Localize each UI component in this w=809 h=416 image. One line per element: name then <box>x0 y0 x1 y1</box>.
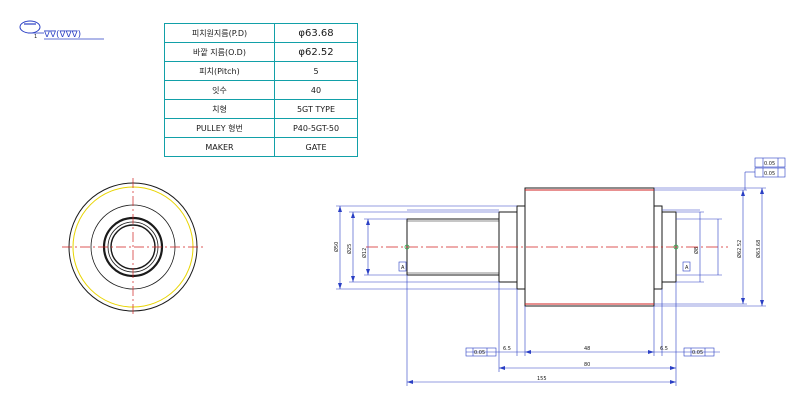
spec-row: 바깥 지름(O.D)φ62.52 <box>164 42 358 62</box>
datum-a-right: A <box>685 265 689 271</box>
runout-left-value: 0.05 <box>474 350 485 356</box>
left-flange <box>516 205 526 290</box>
dim-right-dia-1: Ø62.52 <box>736 240 743 258</box>
dim-outer-dia: Ø50 <box>333 242 340 252</box>
runout-right-value: 0.05 <box>692 350 703 356</box>
dim-shaft-dia-left: Ø25 <box>346 244 353 254</box>
surface-roughness-symbol: 1 ∇∇(∇∇∇) <box>19 20 104 40</box>
tolerance-top-value: 0.05 <box>764 161 775 167</box>
spec-key: 피치(Pitch) <box>164 61 275 81</box>
spec-value: φ62.52 <box>274 42 358 62</box>
spec-row: 피치원지름(P.D)φ63.68 <box>164 23 358 43</box>
spec-value: P40-5GT-50 <box>274 118 358 138</box>
spec-value: GATE <box>274 137 358 157</box>
spec-row: 피치(Pitch)5 <box>164 61 358 81</box>
spec-key: PULLEY 형번 <box>164 118 275 138</box>
roughness-note: 1 <box>34 34 37 40</box>
spec-value: 40 <box>274 80 358 100</box>
spec-key: 바깥 지름(O.D) <box>164 42 275 62</box>
dim-left-shoulder: 6.5 <box>503 346 511 352</box>
datum-a-left-box <box>398 261 407 272</box>
spec-value: 5 <box>274 61 358 81</box>
pulley-side-view <box>62 178 205 316</box>
datum-a-left: A <box>401 265 405 271</box>
dim-right-dia-3: Ø8 <box>693 247 700 254</box>
datum-a-right-box <box>682 261 691 272</box>
roughness-marker: ∇∇(∇∇∇) <box>43 30 81 40</box>
right-flange <box>653 205 663 290</box>
dimension-arrows <box>338 188 764 384</box>
spec-key: 잇수 <box>164 80 275 100</box>
spec-key: 피치원지름(P.D) <box>164 23 275 43</box>
spec-value: φ63.68 <box>274 23 358 43</box>
dim-right-shoulder: 6.5 <box>660 346 668 352</box>
tolerance-bottom-value: 0.05 <box>764 171 775 177</box>
spec-key: 치형 <box>164 99 275 119</box>
dim-overall-length: 155 <box>537 376 547 382</box>
dimension-lines <box>336 180 766 386</box>
dim-pulley-width: 48 <box>584 346 590 352</box>
tolerance-frames <box>744 157 786 180</box>
pulley-front-view <box>366 187 728 307</box>
roughness-badge-icon <box>19 20 41 34</box>
dim-small-dia: Ø12 <box>361 248 368 258</box>
dim-length-to-face: 80 <box>584 362 590 368</box>
runout-frame-left <box>465 347 497 357</box>
spec-key: MAKER <box>164 137 275 157</box>
dim-right-dia-2: Ø63.68 <box>755 240 762 258</box>
runout-frame-right <box>683 347 715 357</box>
datum-markers: A A <box>398 261 691 272</box>
dimension-labels: Ø50 Ø25 Ø12 Ø8 Ø62.52 Ø63.68 6.5 48 6.5 … <box>333 240 762 382</box>
spec-value: 5GT TYPE <box>274 99 358 119</box>
